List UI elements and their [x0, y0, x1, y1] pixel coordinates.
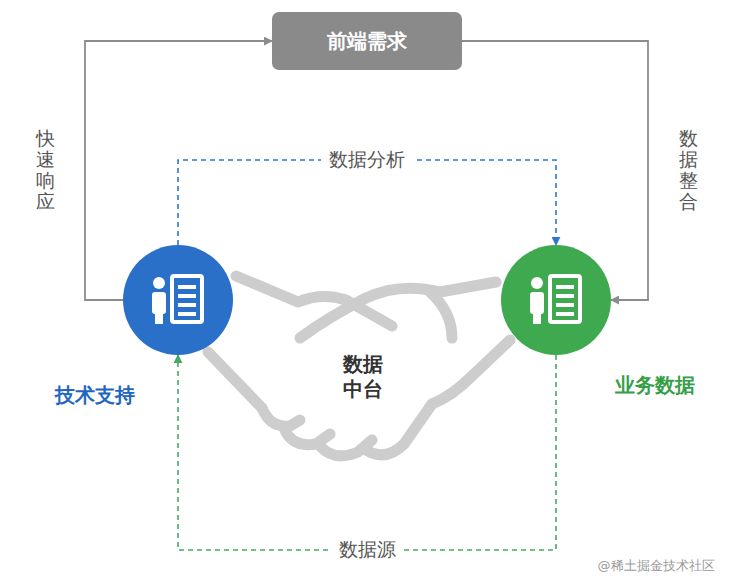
finger: [366, 404, 432, 455]
box-label: 前端需求: [327, 28, 407, 55]
palm-edge: [430, 292, 452, 338]
watermark: @稀土掘金技术社区: [598, 557, 715, 575]
edge-label: 快速响应: [36, 128, 55, 212]
role-circle: 技术支持: [123, 245, 233, 355]
edge-label: 数据分析: [321, 147, 413, 173]
edge-label: 数据整合: [679, 128, 698, 212]
left-sleeve-bottom: [208, 352, 262, 408]
role-label: 业务数据: [615, 372, 695, 399]
right-thumb: [300, 282, 496, 338]
right-sleeve-bottom: [432, 340, 510, 404]
process-box: 前端需求: [272, 12, 462, 70]
person-document-icon: [501, 245, 611, 355]
edge-label: 数据源: [331, 537, 404, 563]
role-circle: 业务数据: [501, 245, 611, 355]
center-label: 数据 中台: [336, 350, 390, 404]
left-sleeve-top: [236, 276, 298, 302]
role-label: 技术支持: [55, 382, 135, 409]
person-document-icon: [123, 245, 233, 355]
